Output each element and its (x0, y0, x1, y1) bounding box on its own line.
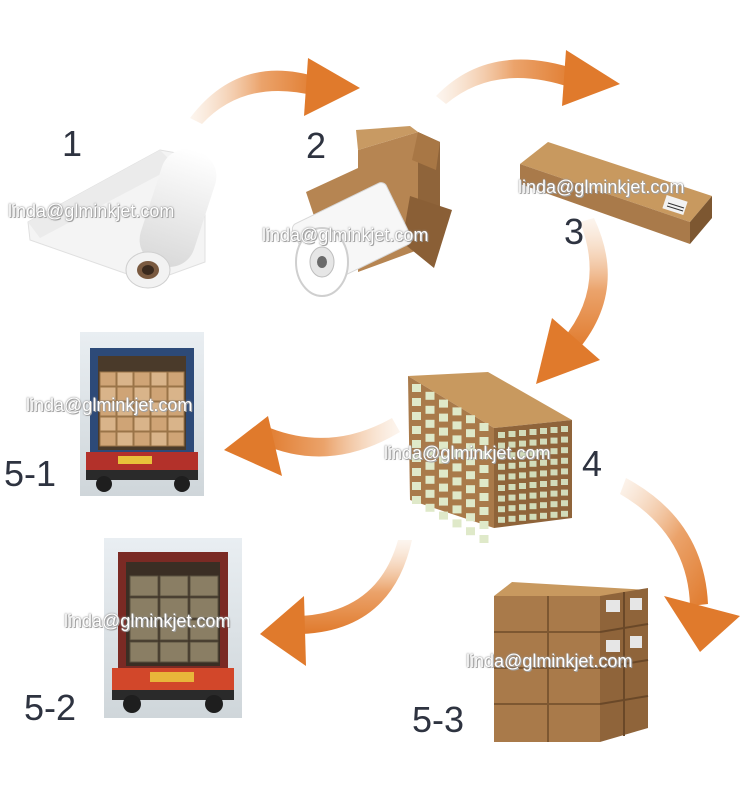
watermark: linda@glminkjet.com (64, 611, 231, 631)
arrow-2-to-3 (436, 50, 620, 106)
roll-in-open-box-icon (291, 126, 452, 297)
step-label-5-2: 5-2 (24, 687, 77, 728)
watermark: linda@glminkjet.com (518, 177, 685, 197)
loaded-truck-cartons-icon (80, 332, 204, 496)
arrow-1-to-2 (190, 58, 360, 124)
watermark: linda@glminkjet.com (262, 225, 429, 245)
step-label-3: 3 (564, 211, 585, 252)
watermark: linda@glminkjet.com (8, 201, 175, 221)
step-label-5-3: 5-3 (412, 699, 465, 740)
watermark: linda@glminkjet.com (26, 395, 193, 415)
step-label-5-1: 5-1 (4, 453, 57, 494)
watermark: linda@glminkjet.com (466, 651, 633, 671)
arrow-4-to-5-3 (620, 478, 740, 652)
step-label-4: 4 (582, 443, 603, 484)
stacked-carton-pallet-icon (408, 372, 572, 543)
step-label-1: 1 (62, 123, 83, 164)
loaded-truck-pallets-icon (104, 538, 242, 718)
long-carton-tube-icon (520, 142, 712, 244)
white-film-roll-icon (27, 149, 217, 289)
arrow-3-to-4 (536, 218, 608, 384)
arrow-4-to-5-2 (260, 540, 412, 666)
watermark: linda@glminkjet.com (384, 443, 551, 463)
arrow-4-to-5-1 (224, 416, 400, 476)
boxed-pallet-icon (494, 582, 649, 742)
step-label-2: 2 (306, 125, 327, 166)
